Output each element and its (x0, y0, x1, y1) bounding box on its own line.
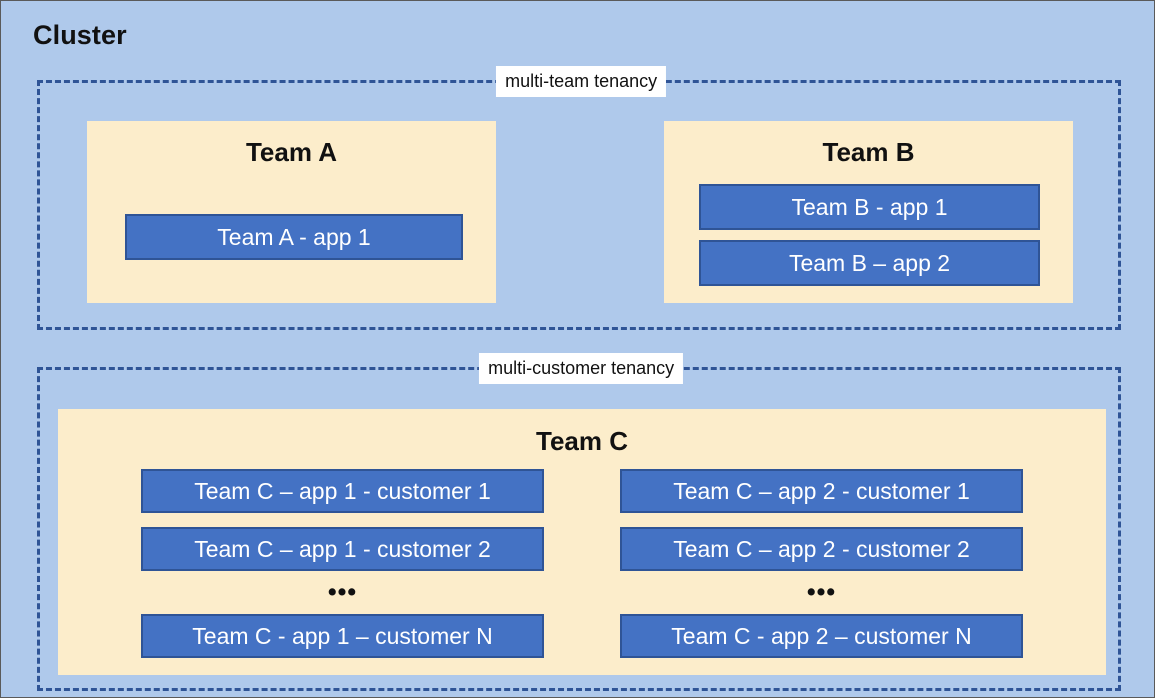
app-box-team-b-app-1[interactable]: Team B - app 1 (699, 184, 1040, 230)
team-a-app-list: Team A - app 1 (125, 214, 463, 260)
app-box-team-a-app-1[interactable]: Team A - app 1 (125, 214, 463, 260)
app-box-team-c-app-1-customer-n[interactable]: Team C - app 1 – customer N (141, 614, 544, 658)
app-box-team-c-app-1-customer-1[interactable]: Team C – app 1 - customer 1 (141, 469, 544, 513)
team-c-app-2-column: Team C – app 2 - customer 1 Team C – app… (620, 469, 1023, 658)
multi-team-tenancy-group: multi-team tenancy Team A Team A - app 1… (37, 66, 1121, 330)
app-box-team-c-app-2-customer-1[interactable]: Team C – app 2 - customer 1 (620, 469, 1023, 513)
app-box-team-b-app-2[interactable]: Team B – app 2 (699, 240, 1040, 286)
app-box-team-c-app-2-customer-n[interactable]: Team C - app 2 – customer N (620, 614, 1023, 658)
team-b-app-list: Team B - app 1 Team B – app 2 (699, 184, 1040, 286)
team-c-app-1-column: Team C – app 1 - customer 1 Team C – app… (141, 469, 544, 658)
multi-team-tenancy-label: multi-team tenancy (496, 66, 667, 97)
team-c-app-columns: Team C – app 1 - customer 1 Team C – app… (58, 469, 1106, 658)
multi-customer-tenancy-label: multi-customer tenancy (479, 353, 684, 384)
team-a-container: Team A Team A - app 1 (87, 121, 496, 303)
app-box-team-c-app-2-customer-2[interactable]: Team C – app 2 - customer 2 (620, 527, 1023, 571)
multi-customer-tenancy-group: multi-customer tenancy Team C Team C – a… (37, 353, 1121, 691)
team-c-container: Team C Team C – app 1 - customer 1 Team … (58, 409, 1106, 675)
team-b-title: Team B (822, 137, 915, 167)
app-box-team-c-app-1-customer-2[interactable]: Team C – app 1 - customer 2 (141, 527, 544, 571)
team-b-container: Team B Team B - app 1 Team B – app 2 (664, 121, 1073, 303)
team-a-title: Team A (245, 137, 338, 167)
team-c-app-2-ellipsis: ••• (806, 578, 837, 606)
team-c-title: Team C (536, 426, 628, 456)
team-c-app-1-ellipsis: ••• (327, 578, 358, 606)
cluster-title: Cluster (33, 20, 127, 50)
